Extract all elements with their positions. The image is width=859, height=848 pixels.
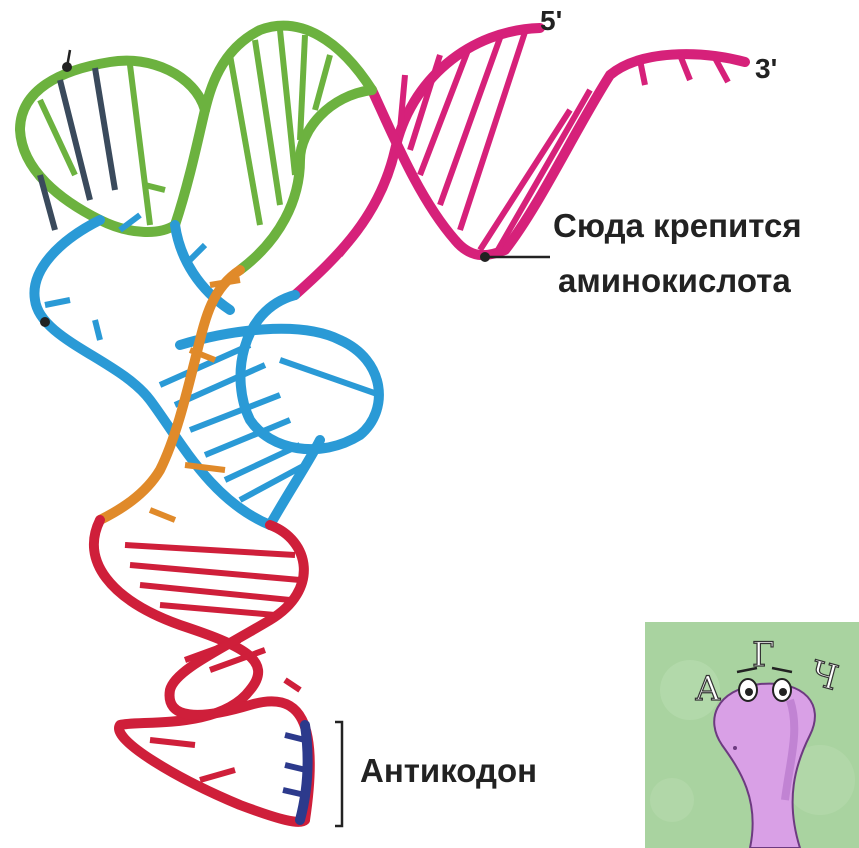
marker-dot [40, 317, 50, 327]
cartoon-letter-g: Г [752, 635, 775, 675]
cartoon-pupil [779, 688, 787, 696]
cartoon-pupil [745, 688, 753, 696]
anticodon-bracket [335, 722, 342, 826]
cartoon-letter-a: А [695, 669, 721, 709]
cartoon-mouth [733, 746, 737, 750]
anticodon-arm [94, 520, 310, 822]
five-prime-label: 5' [540, 5, 562, 36]
anticodon-segment [283, 725, 308, 820]
cartoon-bubble [650, 778, 694, 822]
anticodon-label: Антикодон [360, 752, 537, 789]
cartoon-panel: А Г Ч [645, 622, 859, 848]
attachment-label-line2: аминокислота [558, 262, 791, 299]
attachment-label-line1: Сюда крепится [553, 207, 802, 244]
three-prime-label: 3' [755, 53, 777, 84]
